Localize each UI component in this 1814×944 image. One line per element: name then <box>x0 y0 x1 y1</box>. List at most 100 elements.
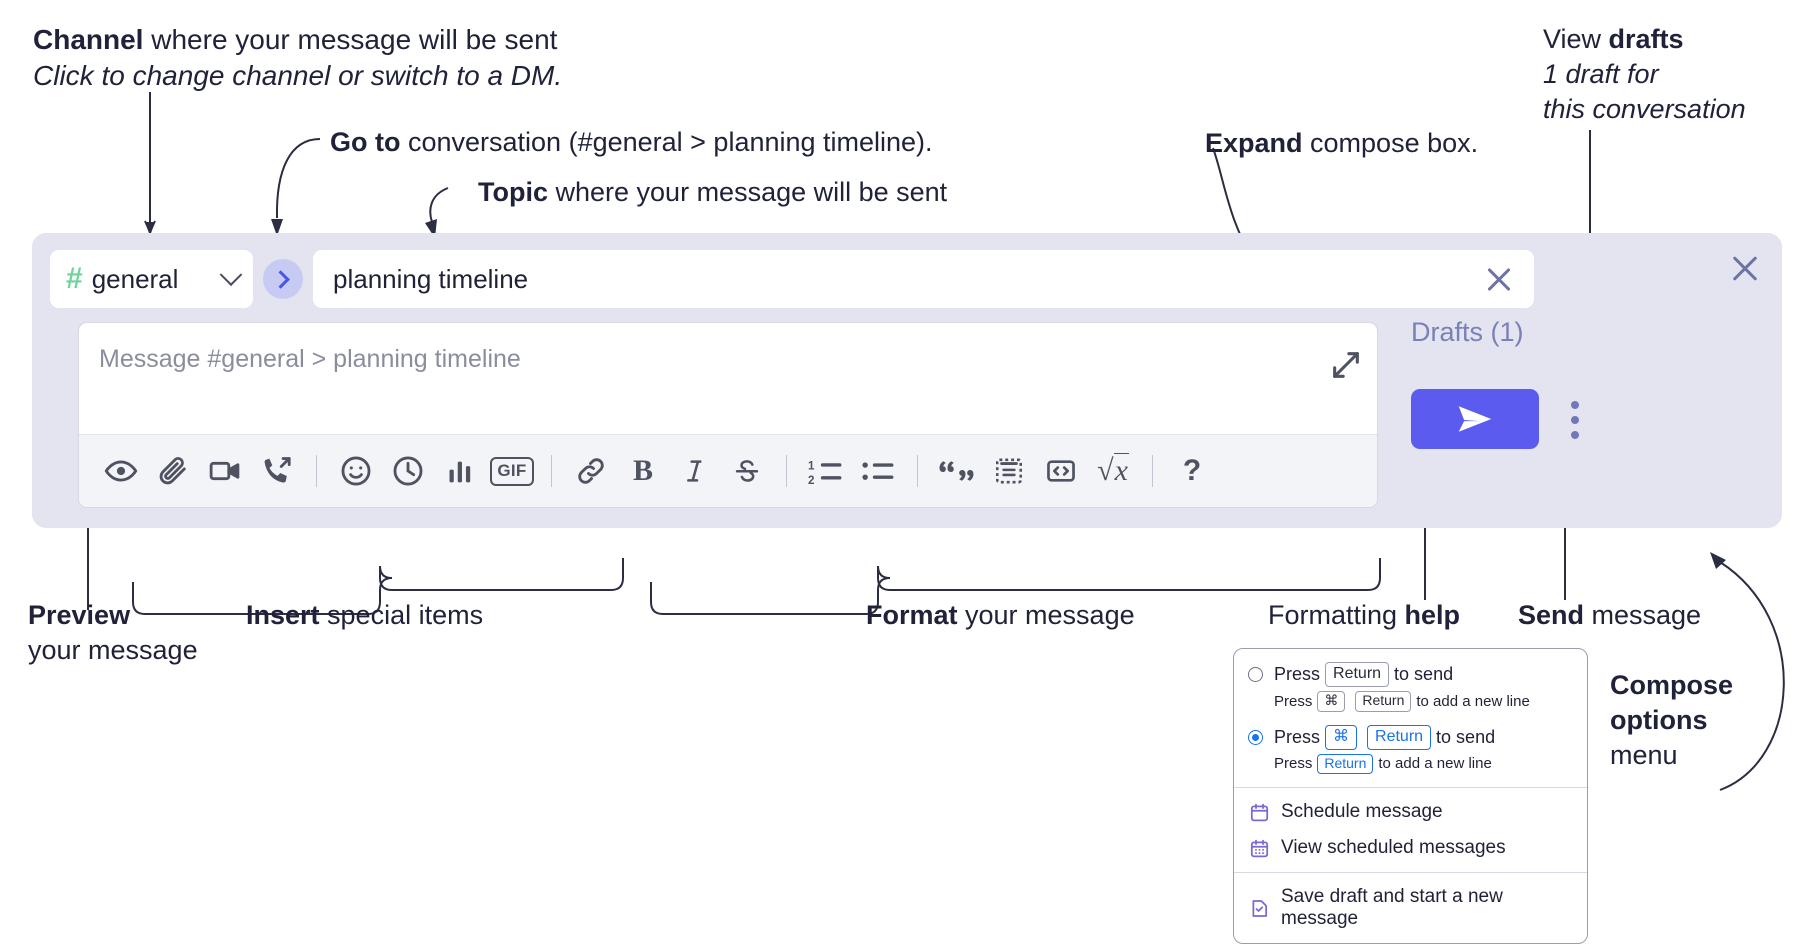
annotation-channel-rest: where your message will be sent <box>143 24 558 55</box>
annotation-drafts-sub1: 1 draft for <box>1543 59 1659 90</box>
sub-press-label: Press <box>1274 692 1313 710</box>
gif-icon[interactable]: GIF <box>486 445 538 497</box>
math-glyph: √x <box>1097 453 1129 487</box>
topic-value: planning timeline <box>333 263 529 294</box>
annotation-drafts: View drafts 1 draft for this conversatio… <box>1543 22 1746 127</box>
compose-options-menu: Press Return to send Press ⌘ Return to a… <box>1233 648 1588 944</box>
annotation-format-bold: Format <box>866 600 958 630</box>
ordered-list-icon[interactable]: 1 2 <box>800 445 852 497</box>
annotation-goto: Go to conversation (#general > planning … <box>330 125 933 160</box>
calendar-grid-icon <box>1248 837 1270 859</box>
message-input[interactable]: Message #general > planning timeline <box>99 345 521 373</box>
message-compose-panel: # general planning timeline Message #gen… <box>32 233 1782 528</box>
annotation-expand-bold: Expand <box>1205 128 1303 158</box>
smiley-icon[interactable] <box>330 445 382 497</box>
kebab-dot <box>1571 401 1579 409</box>
kebab-dot <box>1571 416 1579 424</box>
bar-chart-icon[interactable] <box>434 445 486 497</box>
sub-press-label: Press <box>1274 755 1313 773</box>
compose-header-row: # general planning timeline <box>50 250 1534 308</box>
kebab-dot <box>1571 431 1579 439</box>
menu-item-save-draft[interactable]: Save draft and start a new message <box>1234 879 1587 937</box>
bold-glyph: B <box>632 454 653 487</box>
math-sqrt-icon[interactable]: √x <box>1087 445 1139 497</box>
send-option-return[interactable]: Press Return to send <box>1234 659 1587 689</box>
menu-item-view-scheduled[interactable]: View scheduled messages <box>1234 830 1587 866</box>
help-glyph: ? <box>1182 454 1202 487</box>
topic-input-field[interactable]: planning timeline <box>313 250 1534 308</box>
eye-icon[interactable] <box>95 445 147 497</box>
annotation-goto-bold: Go to <box>330 127 401 157</box>
bullet-list-icon[interactable] <box>852 445 904 497</box>
radio-unselected-icon[interactable] <box>1248 667 1263 682</box>
annotation-channel-sub: Click to change channel or switch to a D… <box>33 60 563 92</box>
strikethrough-icon[interactable] <box>721 445 773 497</box>
keycap-command: ⌘ <box>1317 691 1346 712</box>
send-option-tail: to send <box>1394 664 1454 684</box>
annotation-formatting-help: Formatting help <box>1268 598 1460 633</box>
hash-icon: # <box>66 262 83 295</box>
question-mark-icon[interactable]: ? <box>1166 445 1218 497</box>
formatting-toolbar: GIF B <box>79 434 1377 507</box>
document-check-icon <box>1248 897 1270 919</box>
quote-icon[interactable] <box>931 445 983 497</box>
close-icon[interactable] <box>1482 262 1516 296</box>
keycap-return: Return <box>1367 724 1432 750</box>
annotation-preview: Preview your message <box>28 598 198 668</box>
svg-text:2: 2 <box>808 475 814 487</box>
schedule-section: Schedule message View scheduled messages <box>1234 788 1587 872</box>
bold-icon[interactable]: B <box>617 445 669 497</box>
drafts-link[interactable]: Drafts (1) <box>1411 317 1524 347</box>
send-button[interactable] <box>1411 389 1539 449</box>
chevron-down-icon <box>219 263 243 287</box>
code-block-icon[interactable] <box>983 445 1035 497</box>
keycap-command: ⌘ <box>1325 724 1358 750</box>
annotation-help-bold: help <box>1404 600 1461 630</box>
annotation-topic: Topic where your message will be sent <box>478 175 947 210</box>
radio-selected-icon[interactable] <box>1248 729 1263 745</box>
clock-icon[interactable] <box>382 445 434 497</box>
keycap-return: Return <box>1317 753 1374 774</box>
annotation-drafts-sub2: this conversation <box>1543 94 1746 125</box>
sub-tail: to add a new line <box>1378 755 1492 773</box>
annotation-insert: Insert special items <box>246 598 483 633</box>
send-option-cmd-return-sub: Press Return to add a new line <box>1234 752 1587 779</box>
link-icon[interactable] <box>565 445 617 497</box>
menu-divider <box>1234 787 1587 788</box>
annotation-channel-bold: Channel <box>33 24 144 55</box>
toolbar-separator <box>1152 455 1153 487</box>
goto-conversation-button[interactable] <box>263 259 303 299</box>
annotation-compose-line2: options <box>1610 705 1708 736</box>
phone-outgoing-icon[interactable] <box>251 445 303 497</box>
annotation-insert-rest: special items <box>319 600 484 630</box>
channel-selector[interactable]: # general <box>50 250 253 308</box>
menu-item-label: Schedule message <box>1281 801 1443 822</box>
sub-tail: to add a new line <box>1416 692 1530 710</box>
annotation-compose-line3: menu <box>1610 740 1678 771</box>
annotation-channel: Channel where your message will be sent … <box>33 22 562 95</box>
gif-label: GIF <box>490 456 534 486</box>
paperclip-icon[interactable] <box>147 445 199 497</box>
annotation-compose-options: Compose options menu <box>1610 668 1733 773</box>
annotation-format-rest: your message <box>957 600 1135 630</box>
send-option-tail: to send <box>1436 726 1496 747</box>
annotation-compose-line1: Compose <box>1610 670 1734 700</box>
toolbar-separator <box>786 455 787 487</box>
annotation-insert-bold: Insert <box>246 600 320 630</box>
annotation-expand-rest: compose box. <box>1302 128 1479 158</box>
toolbar-separator <box>551 455 552 487</box>
close-panel-button[interactable] <box>1728 251 1762 285</box>
menu-item-schedule-message[interactable]: Schedule message <box>1234 794 1587 830</box>
send-option-return-sub: Press ⌘ Return to add a new line <box>1234 689 1587 716</box>
annotation-preview-line2: your message <box>28 635 198 666</box>
italic-icon[interactable] <box>669 445 721 497</box>
send-option-cmd-return[interactable]: Press ⌘ Return to send <box>1234 722 1587 752</box>
annotation-format: Format your message <box>866 598 1135 633</box>
video-camera-icon[interactable] <box>199 445 251 497</box>
send-paper-plane-icon <box>1458 406 1492 432</box>
code-brackets-icon[interactable] <box>1035 445 1087 497</box>
compose-options-button[interactable] <box>1560 395 1590 445</box>
expand-diagonal-icon[interactable] <box>1329 348 1363 382</box>
calendar-clock-icon <box>1248 801 1270 823</box>
send-shortcut-options: Press Return to send Press ⌘ Return to a… <box>1234 649 1587 787</box>
